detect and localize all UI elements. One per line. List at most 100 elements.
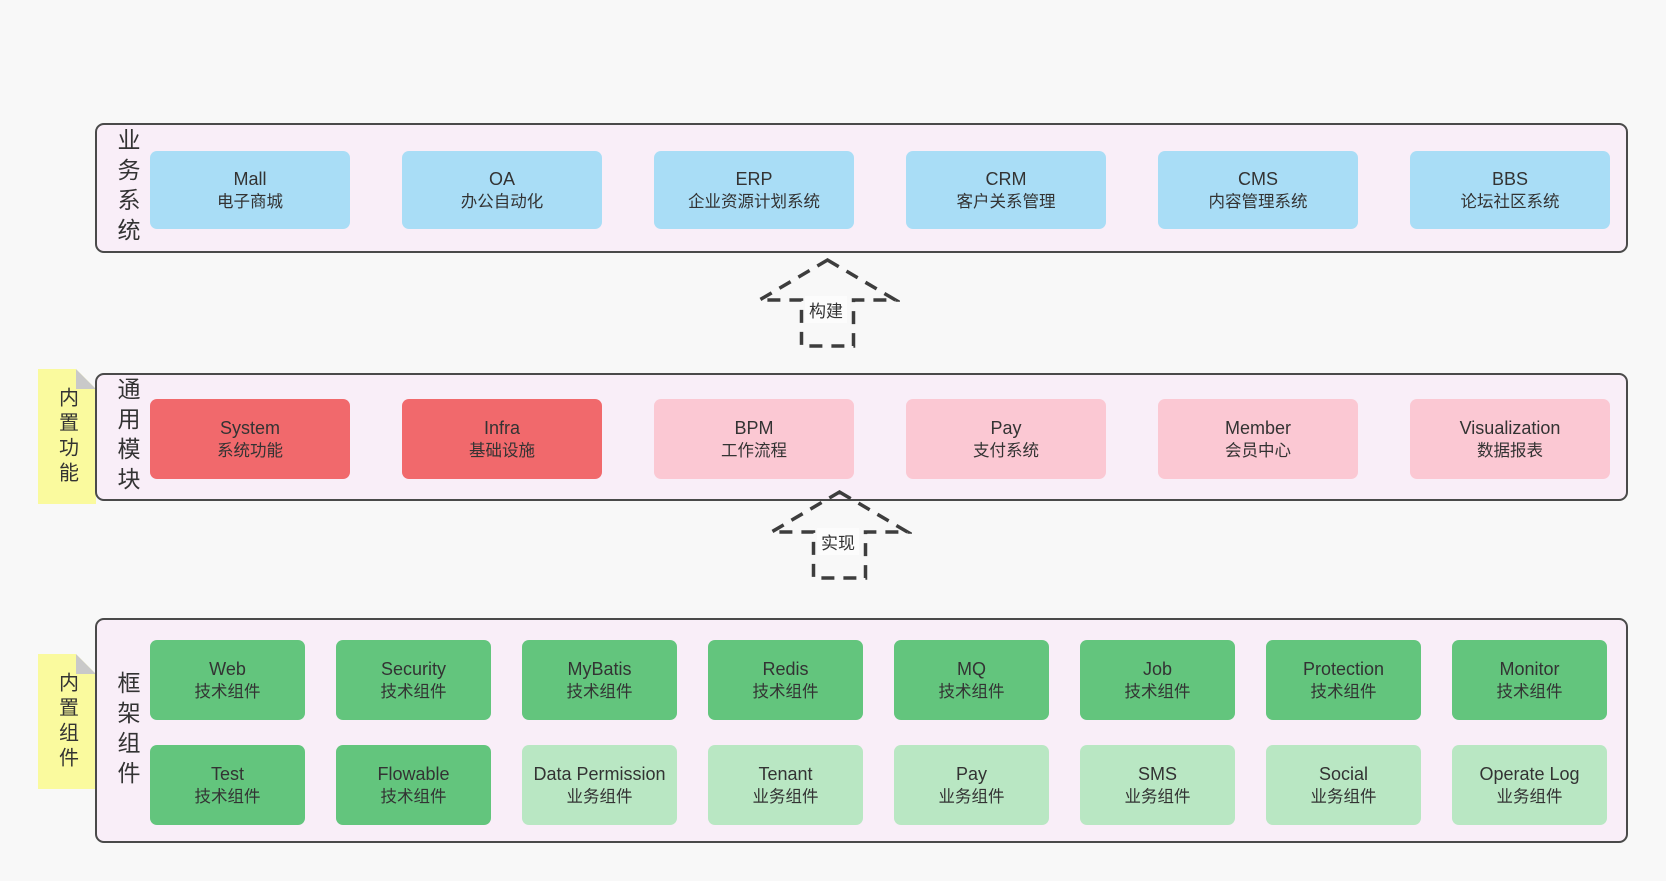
sticky-note-builtin-components: 内置组件 [38, 654, 96, 789]
box-system: System 系统功能 [150, 399, 350, 479]
box-subtitle: 业务组件 [1310, 787, 1377, 806]
modules-box-row: System 系统功能 Infra 基础设施 BPM 工作流程 Pay 支付系统… [150, 399, 1610, 479]
box-subtitle: 技术组件 [380, 682, 447, 701]
box-title: CMS [1238, 168, 1278, 189]
box-subtitle: 电子商城 [217, 192, 283, 211]
layer-label-framework: 框架组件 [114, 670, 140, 791]
box-title: Social [1318, 763, 1369, 784]
box-title: Member [1224, 417, 1291, 438]
box-cms: CMS 内容管理系统 [1158, 151, 1358, 229]
box-subtitle: 技术组件 [194, 682, 261, 701]
box-title: Security [380, 658, 447, 679]
box-monitor: Monitor 技术组件 [1452, 640, 1607, 720]
box-subtitle: 业务组件 [566, 787, 633, 806]
box-redis: Redis 技术组件 [708, 640, 863, 720]
box-title: SMS [1137, 763, 1177, 784]
box-title: Infra [483, 417, 521, 438]
folded-corner-icon [76, 369, 96, 389]
box-mall: Mall 电子商城 [150, 151, 350, 229]
sticky-note-text: 内置功能 [55, 386, 78, 487]
box-subtitle: 基础设施 [469, 441, 535, 460]
layer-framework-components: 框架组件 Web 技术组件 Security 技术组件 MyBatis 技术组件… [95, 618, 1628, 843]
box-subtitle: 业务组件 [1496, 787, 1563, 806]
layer-label-business: 业务系统 [114, 128, 140, 248]
box-title: MyBatis [567, 658, 632, 679]
sticky-note-builtin-functions: 内置功能 [38, 369, 96, 504]
box-job: Job 技术组件 [1080, 640, 1235, 720]
box-data-permission: Data Permission 业务组件 [522, 745, 677, 825]
box-title: CRM [985, 168, 1027, 189]
box-title: BPM [734, 417, 774, 438]
box-title: System [219, 417, 280, 438]
box-visualization: Visualization 数据报表 [1410, 399, 1610, 479]
box-security: Security 技术组件 [336, 640, 491, 720]
box-bbs: BBS 论坛社区系统 [1410, 151, 1610, 229]
box-title: Mall [233, 168, 267, 189]
box-subtitle: 业务组件 [938, 787, 1005, 806]
box-oa: OA 办公自动化 [402, 151, 602, 229]
box-subtitle: 企业资源计划系统 [688, 192, 820, 211]
box-title: Pay [990, 417, 1022, 438]
box-test: Test 技术组件 [150, 745, 305, 825]
box-subtitle: 业务组件 [1124, 787, 1191, 806]
framework-box-row-1: Web 技术组件 Security 技术组件 MyBatis 技术组件 Redi… [150, 640, 1607, 720]
box-title: Visualization [1459, 417, 1561, 438]
box-subtitle: 技术组件 [1124, 682, 1191, 701]
box-subtitle: 办公自动化 [460, 192, 544, 211]
box-subtitle: 技术组件 [566, 682, 633, 701]
box-crm: CRM 客户关系管理 [906, 151, 1106, 229]
framework-box-row-2: Test 技术组件 Flowable 技术组件 Data Permission … [150, 745, 1607, 825]
arrow-label-implement: 实现 [817, 528, 859, 555]
box-subtitle: 技术组件 [938, 682, 1005, 701]
folded-corner-icon [76, 654, 96, 674]
box-title: Redis [762, 658, 809, 679]
box-subtitle: 客户关系管理 [956, 192, 1056, 211]
box-social: Social 业务组件 [1266, 745, 1421, 825]
box-title: ERP [735, 168, 773, 189]
sticky-note-text: 内置组件 [55, 671, 78, 772]
box-subtitle: 业务组件 [752, 787, 819, 806]
box-subtitle: 技术组件 [1310, 682, 1377, 701]
box-title: Operate Log [1479, 763, 1580, 784]
box-title: Tenant [758, 763, 813, 784]
box-title: MQ [957, 658, 986, 679]
box-subtitle: 支付系统 [973, 441, 1039, 460]
box-infra: Infra 基础设施 [402, 399, 602, 479]
box-tenant: Tenant 业务组件 [708, 745, 863, 825]
box-title: Protection [1302, 658, 1385, 679]
box-title: BBS [1491, 168, 1529, 189]
box-pay: Pay 支付系统 [906, 399, 1106, 479]
box-subtitle: 数据报表 [1477, 441, 1543, 460]
box-subtitle: 系统功能 [217, 441, 283, 460]
box-mq: MQ 技术组件 [894, 640, 1049, 720]
box-flowable: Flowable 技术组件 [336, 745, 491, 825]
box-title: Monitor [1499, 658, 1560, 679]
box-subtitle: 技术组件 [380, 787, 447, 806]
box-mybatis: MyBatis 技术组件 [522, 640, 677, 720]
box-title: OA [488, 168, 515, 189]
box-title: Data Permission [533, 763, 666, 784]
layer-label-modules: 通用模块 [114, 377, 140, 497]
box-title: Flowable [377, 763, 450, 784]
box-subtitle: 技术组件 [194, 787, 261, 806]
layer-business-systems: 业务系统 Mall 电子商城 OA 办公自动化 ERP 企业资源计划系统 CRM… [95, 123, 1628, 253]
box-subtitle: 技术组件 [752, 682, 819, 701]
box-web: Web 技术组件 [150, 640, 305, 720]
box-protection: Protection 技术组件 [1266, 640, 1421, 720]
layer-common-modules: 通用模块 System 系统功能 Infra 基础设施 BPM 工作流程 Pay… [95, 373, 1628, 501]
box-title: Test [210, 763, 244, 784]
box-erp: ERP 企业资源计划系统 [654, 151, 854, 229]
box-member: Member 会员中心 [1158, 399, 1358, 479]
box-title: Pay [955, 763, 988, 784]
box-subtitle: 论坛社区系统 [1460, 192, 1560, 211]
box-sms: SMS 业务组件 [1080, 745, 1235, 825]
box-subtitle: 技术组件 [1496, 682, 1563, 701]
box-subtitle: 内容管理系统 [1208, 192, 1308, 211]
business-box-row: Mall 电子商城 OA 办公自动化 ERP 企业资源计划系统 CRM 客户关系… [150, 151, 1610, 229]
box-subtitle: 会员中心 [1225, 441, 1291, 460]
box-title: Job [1142, 658, 1173, 679]
box-title: Web [209, 658, 246, 679]
box-bpm: BPM 工作流程 [654, 399, 854, 479]
box-subtitle: 工作流程 [721, 441, 787, 460]
box-pay-business: Pay 业务组件 [894, 745, 1049, 825]
